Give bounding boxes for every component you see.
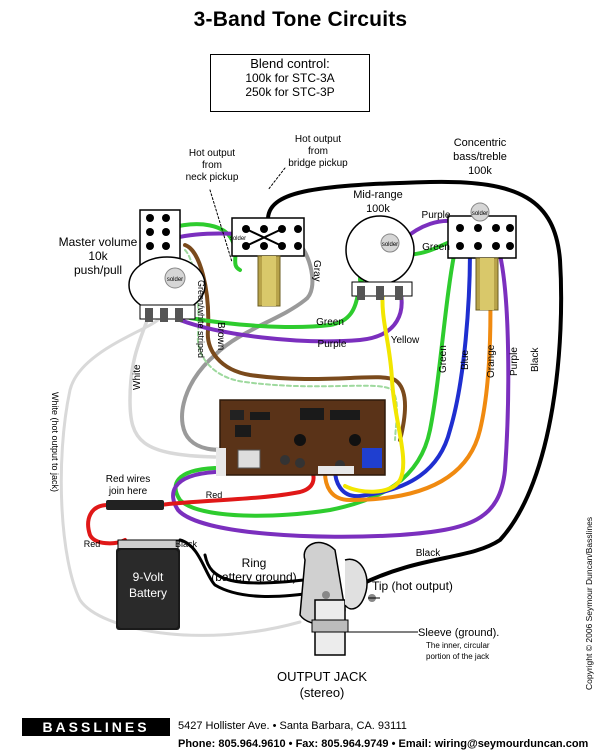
hot-neck-label-3: neck pickup — [186, 172, 239, 183]
battery-label-2: Battery — [129, 586, 167, 600]
master-label-3: push/pull — [74, 263, 122, 277]
sleeve-label-2: The inner, circular — [426, 641, 490, 650]
purple-label-right: Purple — [509, 347, 520, 376]
battery-label-1: 9-Volt — [133, 570, 164, 584]
solder-label-master: solder — [167, 277, 183, 283]
blue-label: Blue — [460, 350, 471, 370]
sleeve-label-3: portion of the jack — [426, 652, 490, 661]
purple-wire-long — [171, 253, 511, 539]
red-label-board: Red — [206, 490, 223, 500]
hot-neck-label-2: from — [202, 160, 222, 171]
jack-label-1: OUTPUT JACK — [277, 669, 367, 684]
red-wires-label-2: join here — [108, 486, 148, 497]
solder-label-mid: solder — [382, 242, 398, 248]
green-wire-board — [173, 248, 457, 518]
red-wire-battery — [86, 503, 127, 546]
red-wires-label-1: Red wires — [106, 474, 150, 485]
yellow-wire — [343, 286, 406, 494]
hot-bridge-label-1: Hot output — [295, 134, 341, 145]
concentric-label-3: 100k — [468, 165, 492, 177]
hot-bridge-label-3: bridge pickup — [288, 158, 348, 169]
green-wire-pots — [188, 280, 364, 329]
ring-wire — [203, 553, 322, 585]
concentric-pot — [447, 202, 517, 311]
hot-bridge-label-2: from — [308, 146, 328, 157]
black-label-jack: Black — [416, 548, 441, 559]
red-label-battery: Red — [84, 539, 101, 549]
green-label-mid: Green — [316, 317, 344, 328]
blend-control-note: Blend control: 100k for STC-3A 250k for … — [210, 54, 370, 112]
copyright-notice: Copyright © 2006 Seymour Duncan/Bassline… — [584, 516, 594, 690]
concentric-label-2: bass/treble — [453, 151, 507, 163]
green-label-top: Green — [422, 242, 450, 253]
midrange-label-2: 100k — [366, 203, 390, 215]
blend-line-1: 100k for STC-3A — [245, 71, 335, 85]
orange-label: Orange — [486, 344, 497, 378]
ring-label-2: (battery ground) — [211, 570, 296, 584]
footer-contact: Phone: 805.964.9610 • Fax: 805.964.9749 … — [178, 738, 589, 750]
midrange-pot — [345, 215, 415, 300]
black-label-right: Black — [530, 347, 541, 372]
basslines-logo: BASSLINES — [22, 718, 170, 736]
hot-neck-label-1: Hot output — [189, 148, 235, 159]
white-label: White — [132, 364, 143, 390]
brown-wire — [183, 243, 407, 442]
jack-label-2: (stereo) — [300, 685, 345, 700]
purple-label-mid: Purple — [318, 339, 347, 350]
output-jack — [299, 541, 376, 656]
sleeve-label-1: Sleeve (ground). — [418, 627, 499, 639]
concentric-label-1: Concentric — [454, 137, 507, 149]
footer-address: 5427 Hollister Ave. • Santa Barbara, CA.… — [178, 720, 407, 732]
tip-label: Tip (hot output) — [372, 579, 453, 593]
blend-pot — [231, 217, 305, 307]
gray-label: Gray — [311, 260, 322, 282]
battery — [116, 539, 180, 630]
white-hot-wire — [59, 316, 302, 637]
red-wire-joint — [106, 500, 164, 510]
black-wire-battery — [178, 538, 320, 598]
black-wire-top — [266, 179, 564, 587]
ring-label-1: Ring — [242, 556, 267, 570]
purple-wire-low — [178, 288, 404, 344]
logo-text: BASSLINES — [42, 719, 150, 735]
diagram-title: 3-Band Tone Circuits — [193, 8, 408, 31]
solder-label-concentric: solder — [472, 211, 488, 217]
blend-line-2: 250k for STC-3P — [245, 85, 335, 99]
midrange-label-1: Mid-range — [353, 189, 403, 201]
orange-wire — [323, 248, 493, 502]
brown-label: Brown — [215, 322, 226, 350]
solder-label-switch: solder — [230, 236, 246, 242]
master-label-1: Master volume — [59, 235, 138, 249]
white-hot-label: White (hot output to jack) — [50, 392, 60, 492]
black-label-battery: Black — [175, 539, 198, 549]
green-label-right: Green — [438, 345, 449, 373]
red-wire-board — [158, 468, 316, 507]
yellow-label: Yellow — [391, 335, 420, 346]
purple-label-top: Purple — [422, 210, 451, 221]
blend-heading: Blend control: — [250, 56, 330, 71]
blue-wire — [333, 248, 472, 499]
green-white-label: Green/white striped — [196, 280, 206, 358]
master-label-2: 10k — [88, 249, 108, 263]
white-wire — [128, 316, 217, 459]
preamp-circuit-board — [216, 399, 386, 476]
master-volume-pot — [128, 209, 206, 322]
